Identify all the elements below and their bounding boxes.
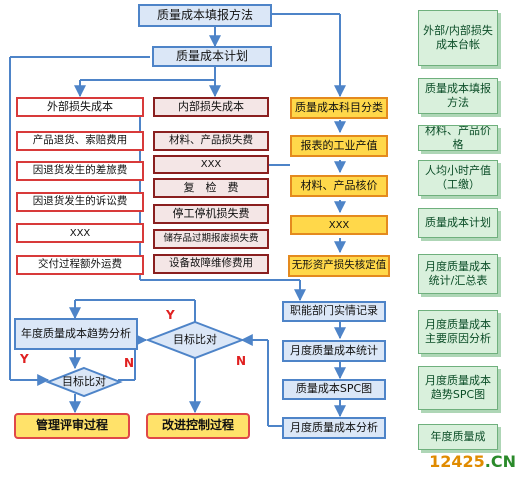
ext-item-label: 产品退货、索赔费用 (32, 134, 128, 147)
ext-item-5[interactable]: 交付过程额外运费 (16, 255, 144, 275)
ext-item-4[interactable]: XXX (16, 223, 144, 243)
spc-box[interactable]: 质量成本SPC图 (282, 379, 386, 400)
subject-item-1[interactable]: 报表的工业产值 (290, 135, 388, 157)
monthly-stat-label: 月度质量成本统计 (290, 343, 378, 357)
doc-cause-analysis[interactable]: 月度质量成本主要原因分析 (418, 310, 498, 354)
ext-item-label: 交付过程额外运费 (38, 258, 122, 271)
ext-item-2[interactable]: 因退货发生的差旅费 (16, 161, 144, 181)
subject-class-label: 质量成本科目分类 (295, 100, 383, 114)
int-item-label: 储存品过期报废损失费 (163, 232, 259, 244)
doc-label: 外部/内部损失成本台帐 (423, 24, 493, 51)
external-loss-label: 外部损失成本 (47, 99, 113, 113)
decision-diamond-1 (145, 320, 245, 360)
subject-item-label: 无形资产损失核定值 (291, 259, 387, 272)
doc-label: 月度质量成本统计/汇总表 (425, 260, 491, 287)
plan-label: 质量成本计划 (175, 48, 248, 63)
ext-item-label: 因退货发生的诉讼费 (32, 195, 128, 208)
decision-1-label: 目标比对 (173, 332, 217, 346)
doc-spc[interactable]: 月度质量成本趋势SPC图 (418, 366, 498, 410)
doc-label: 人均小时产值（工缴） (425, 164, 491, 191)
monthly-analysis-label: 月度质量成本分析 (290, 420, 378, 434)
improve-label: 改进控制过程 (161, 418, 234, 433)
doc-label: 月度质量成本主要原因分析 (425, 318, 491, 345)
doc-monthly-stat[interactable]: 月度质量成本统计/汇总表 (418, 254, 498, 294)
improve-control-box[interactable]: 改进控制过程 (146, 413, 250, 439)
subject-item-4[interactable]: 无形资产损失核定值 (288, 255, 390, 277)
doc-label: 质量成本计划 (425, 216, 491, 230)
internal-loss-box[interactable]: 内部损失成本 (153, 97, 269, 117)
ext-item-3[interactable]: 因退货发生的诉讼费 (16, 192, 144, 212)
ext-item-label: 因退货发生的差旅费 (32, 164, 128, 177)
int-item-3[interactable]: 复 检 费 (153, 178, 269, 198)
doc-hourly-output[interactable]: 人均小时产值（工缴） (418, 160, 498, 196)
doc-label: 材料、产品价格 (425, 125, 491, 151)
int-item-label: 停工停机损失费 (172, 206, 250, 220)
subject-item-3[interactable]: XXX (290, 215, 388, 235)
records-label: 职能部门实情记录 (290, 304, 378, 318)
ext-item-1[interactable]: 产品退货、索赔费用 (16, 131, 144, 151)
external-loss-box[interactable]: 外部损失成本 (16, 97, 144, 117)
internal-loss-label: 内部损失成本 (178, 99, 244, 113)
doc-plan[interactable]: 质量成本计划 (418, 208, 498, 238)
doc-annual[interactable]: 年度质量成 (418, 424, 498, 450)
int-item-4[interactable]: 停工停机损失费 (153, 204, 269, 224)
decision-diamond-2 (45, 366, 123, 398)
review-label: 管理评审过程 (35, 418, 108, 433)
subject-item-label: 材料、产品核价 (300, 178, 378, 192)
doc-method[interactable]: 质量成本填报方法 (418, 78, 498, 114)
int-item-label: 设备故障维修费用 (169, 257, 253, 270)
yes-label-2: Y (20, 352, 29, 366)
int-item-label: 材料、产品损失费 (169, 134, 253, 147)
int-item-1[interactable]: 材料、产品损失费 (153, 131, 269, 151)
decision-2-label: 目标比对 (62, 374, 106, 388)
fill-method-label: 质量成本填报方法 (156, 7, 253, 22)
annual-trend-label: 年度质量成本趋势分析 (21, 326, 131, 340)
spc-label: 质量成本SPC图 (295, 382, 373, 396)
int-item-5[interactable]: 储存品过期报废损失费 (153, 229, 269, 249)
no-label-1: N (236, 354, 247, 368)
watermark-logo: 12425.CN (429, 452, 516, 471)
doc-label: 质量成本填报方法 (425, 82, 491, 109)
int-item-label: 复 检 费 (183, 180, 239, 194)
quality-cost-plan-box[interactable]: 质量成本计划 (152, 46, 272, 67)
subject-item-2[interactable]: 材料、产品核价 (290, 175, 388, 197)
int-item-6[interactable]: 设备故障维修费用 (153, 254, 269, 274)
monthly-analysis-box[interactable]: 月度质量成本分析 (282, 417, 386, 439)
doc-price[interactable]: 材料、产品价格 (418, 125, 498, 151)
dept-records-box[interactable]: 职能部门实情记录 (282, 301, 386, 322)
int-item-label: XXX (200, 159, 222, 170)
doc-label: 月度质量成本趋势SPC图 (425, 374, 491, 401)
doc-label: 年度质量成 (430, 430, 486, 444)
no-label-2: N (124, 356, 135, 370)
monthly-stat-box[interactable]: 月度质量成本统计 (282, 340, 386, 362)
fill-method-box[interactable]: 质量成本填报方法 (138, 4, 272, 27)
annual-trend-box[interactable]: 年度质量成本趋势分析 (14, 318, 138, 350)
subject-item-label: 报表的工业产值 (300, 138, 378, 152)
ext-item-label: XXX (69, 227, 91, 239)
subject-item-label: XXX (328, 219, 350, 231)
doc-ledger[interactable]: 外部/内部损失成本台帐 (418, 10, 498, 66)
management-review-box[interactable]: 管理评审过程 (14, 413, 130, 439)
yes-label-1: Y (166, 308, 175, 322)
subject-class-box[interactable]: 质量成本科目分类 (290, 97, 388, 119)
int-item-2[interactable]: XXX (153, 155, 269, 174)
